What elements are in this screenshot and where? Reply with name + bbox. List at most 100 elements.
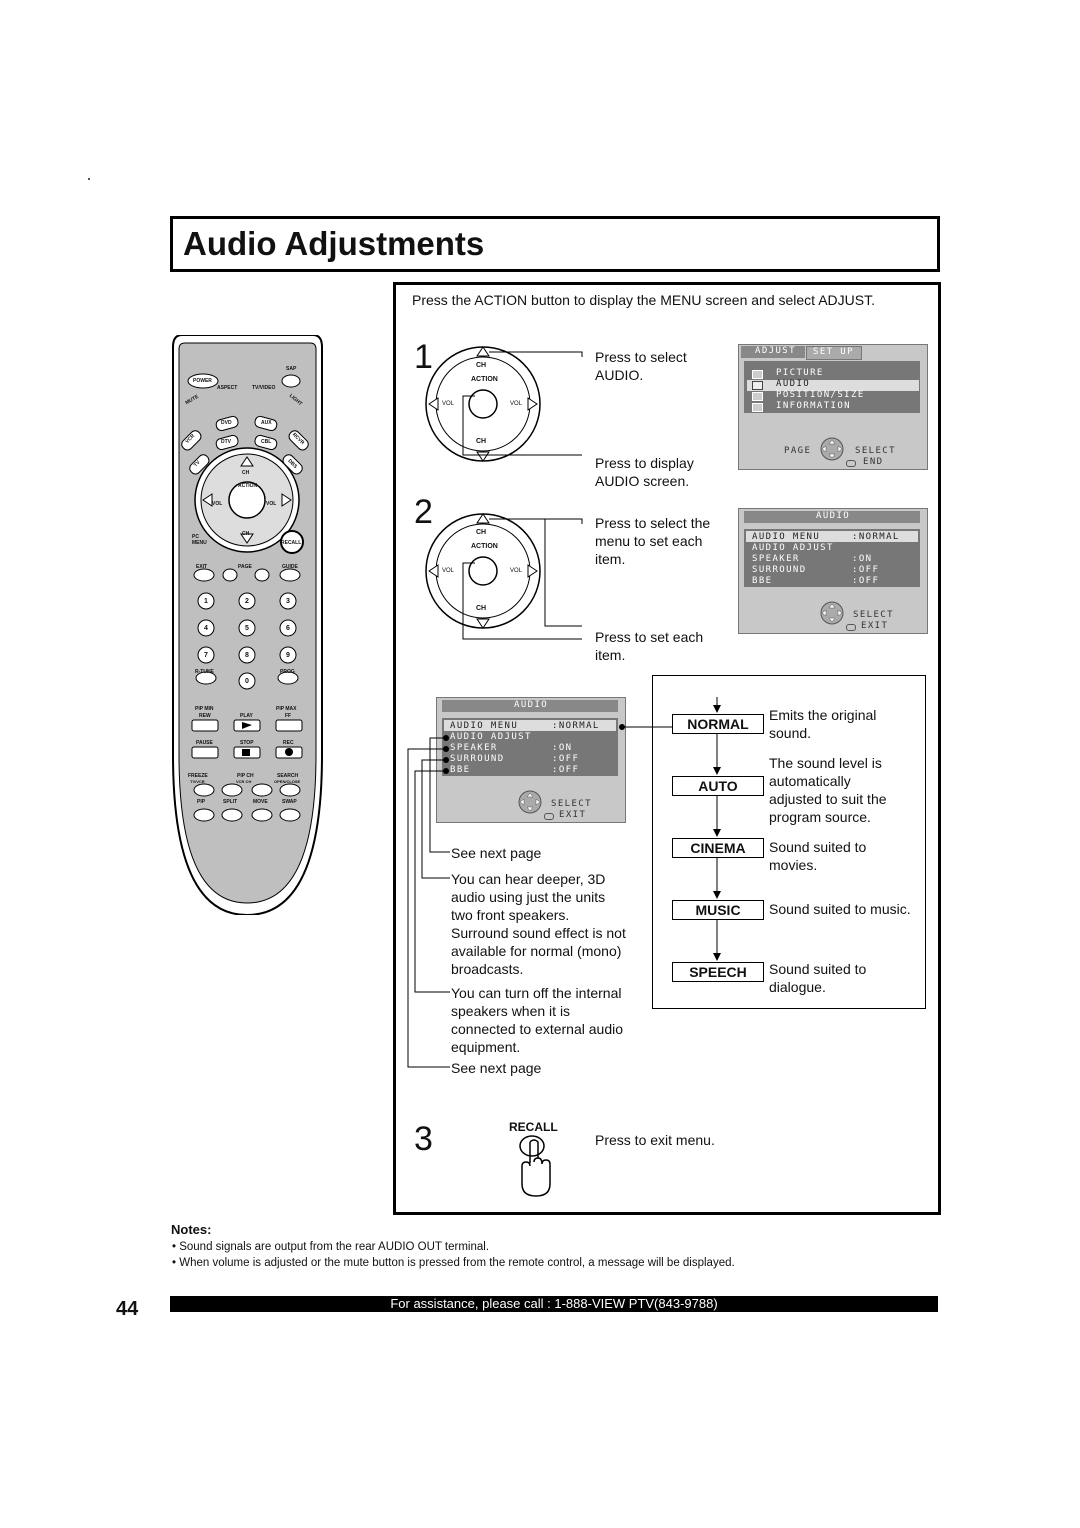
- osd2-row-label: BBE: [752, 576, 773, 586]
- page-number: 44: [116, 1298, 139, 1320]
- audio-mode-flow: [652, 675, 926, 1009]
- remote-split-label: SPLIT: [223, 799, 238, 805]
- remote-recall-label: RECALL: [281, 540, 302, 546]
- remote-rew-label: REW: [199, 713, 211, 719]
- dpad1-vol-right: VOL: [510, 401, 523, 407]
- remote-key-6: 6: [286, 625, 290, 632]
- remote-exit-label: EXIT: [196, 564, 208, 570]
- mode-speech-desc: Sound suited to dialogue.: [769, 961, 867, 995]
- remote-swap-label: SWAP: [282, 799, 297, 805]
- step-1-number: 1: [414, 338, 433, 376]
- remote-light-label: LIGHT: [287, 392, 304, 408]
- osd1-end-label: END: [863, 457, 884, 467]
- step-3-number: 3: [414, 1120, 433, 1158]
- mode-cinema: CINEMA: [672, 838, 764, 858]
- remote-aux-label: AUX: [261, 420, 272, 426]
- osd1-page-label: PAGE: [784, 446, 812, 456]
- step2-set-text: Press to set each item.: [595, 629, 704, 663]
- remote-tvvideo-label: TV/VIDEO: [252, 385, 276, 391]
- osd-dpad-icon: [820, 437, 844, 461]
- remote-rtune-label: R-TUNE: [195, 669, 214, 675]
- remote-control: POWER SAP MUTE ASPECT TV/VIDEO LIGHT VCR…: [170, 334, 325, 917]
- remote-pip-label: PIP: [197, 799, 206, 805]
- footer-assistance: For assistance, please call : 1-888-VIEW…: [170, 1296, 938, 1312]
- recall-icon: [846, 624, 856, 631]
- remote-pipmin-label: PIP MIN: [195, 706, 214, 712]
- osd2-row-label: SURROUND: [752, 565, 807, 575]
- remote-key-2: 2: [245, 598, 249, 605]
- remote-action-label: ACTION: [238, 483, 258, 489]
- mode-cinema-desc: Sound suited to movies.: [769, 839, 867, 873]
- remote-power-label: POWER: [193, 378, 212, 384]
- remote-cbl-label: CBL: [261, 439, 272, 445]
- recall-icon: [544, 813, 554, 820]
- dpad-diagram-2: CH ACTION VOL VOL CH: [425, 512, 595, 647]
- osd-audio-menu: AUDIO AUDIO MENU :NORMAL AUDIO ADJUST SP…: [738, 508, 928, 634]
- osd2-row-label: AUDIO ADJUST: [752, 543, 834, 553]
- remote-pause-label: PAUSE: [196, 740, 213, 746]
- osd-dpad-icon: [820, 601, 844, 625]
- remote-rcvr-label: RCVR: [290, 431, 306, 447]
- osd-adjust-menu: ADJUST SET UP PICTURE AUDIO POSITION/SIZ…: [738, 344, 928, 470]
- remote-key-0: 0: [245, 678, 249, 685]
- mode-music-desc: Sound suited to music.: [769, 901, 911, 917]
- osd3-list: AUDIO MENU :NORMAL AUDIO ADJUST SPEAKER …: [442, 718, 618, 776]
- osd-audio-menu-detail: AUDIO AUDIO MENU :NORMAL AUDIO ADJUST SP…: [436, 697, 626, 823]
- remote-tv-label: TV: [192, 459, 202, 469]
- remote-pipmax-label: PIP MAX: [276, 706, 297, 712]
- position-icon: [752, 392, 763, 401]
- osd1-item-information: INFORMATION: [776, 401, 852, 411]
- remote-key-5: 5: [245, 625, 249, 632]
- remote-openclose-label: OPEN/CLOSE: [274, 779, 301, 784]
- remote-body-icon: [172, 334, 323, 917]
- mode-normal-desc: Emits the original sound.: [769, 707, 877, 741]
- osd3-row-label: BBE: [450, 765, 471, 775]
- osd-dpad-icon: [518, 790, 542, 814]
- remote-key-4: 4: [204, 625, 208, 632]
- note-item: • Sound signals are output from the rear…: [172, 1241, 490, 1253]
- osd2-row-value: :NORMAL: [852, 532, 900, 542]
- step1-display-text: Press to display AUDIO screen.: [595, 455, 694, 489]
- intro-text: Press the ACTION button to display the M…: [412, 292, 875, 308]
- dpad-icon: [425, 513, 583, 640]
- osd1-item-picture: PICTURE: [776, 368, 824, 378]
- mode-speech: SPEECH: [672, 962, 764, 982]
- remote-key-3: 3: [286, 598, 290, 605]
- dpad1-ch-up: CH: [476, 362, 487, 369]
- mode-music: MUSIC: [672, 900, 764, 920]
- dpad2-action: ACTION: [471, 543, 498, 550]
- step3-text: Press to exit menu.: [595, 1132, 715, 1148]
- remote-mute-label: MUTE: [184, 393, 200, 407]
- surround-explain: You can hear deeper, 3D audio using just…: [451, 871, 626, 977]
- dpad2-vol-left: VOL: [442, 568, 455, 574]
- osd3-row-label: SURROUND: [450, 754, 505, 764]
- information-icon: [752, 403, 763, 412]
- remote-vcrch-label: VCR CH: [236, 779, 252, 784]
- remote-key-8: 8: [245, 652, 249, 659]
- osd2-row-value: :OFF: [852, 576, 880, 586]
- osd3-select-label: SELECT: [551, 799, 592, 809]
- osd2-list: AUDIO MENU :NORMAL AUDIO ADJUST SPEAKER …: [744, 529, 920, 587]
- osd2-row-value: :OFF: [852, 565, 880, 575]
- remote-vol-left-label: VOL: [212, 501, 223, 507]
- page-title: Audio Adjustments: [183, 225, 485, 262]
- remote-dbs-label: DBS: [286, 458, 299, 470]
- recall-icon: [846, 460, 856, 467]
- dpad1-vol-left: VOL: [442, 401, 455, 407]
- dpad2-ch-down: CH: [476, 605, 487, 612]
- osd3-row-label: SPEAKER: [450, 743, 498, 753]
- remote-pipch-label: PIP CH: [237, 773, 254, 779]
- remote-key-9: 9: [286, 652, 290, 659]
- dpad2-ch-up: CH: [476, 529, 487, 536]
- see-next-page-2: See next page: [451, 1060, 542, 1076]
- step2-select-text: Press to select the menu to set each ite…: [595, 515, 711, 567]
- mode-auto-desc: The sound level is automatically adjuste…: [769, 755, 887, 825]
- dpad2-vol-right: VOL: [510, 568, 523, 574]
- remote-vcr-label: VCR: [184, 433, 197, 445]
- remote-rec-label: REC: [283, 740, 294, 746]
- remote-dvd-label: DVD: [221, 420, 232, 426]
- recall-button-label: RECALL: [509, 1120, 558, 1134]
- osd3-highlight: [444, 720, 616, 731]
- osd3-row-label: AUDIO MENU: [450, 721, 519, 731]
- osd2-row-value: :ON: [852, 554, 873, 564]
